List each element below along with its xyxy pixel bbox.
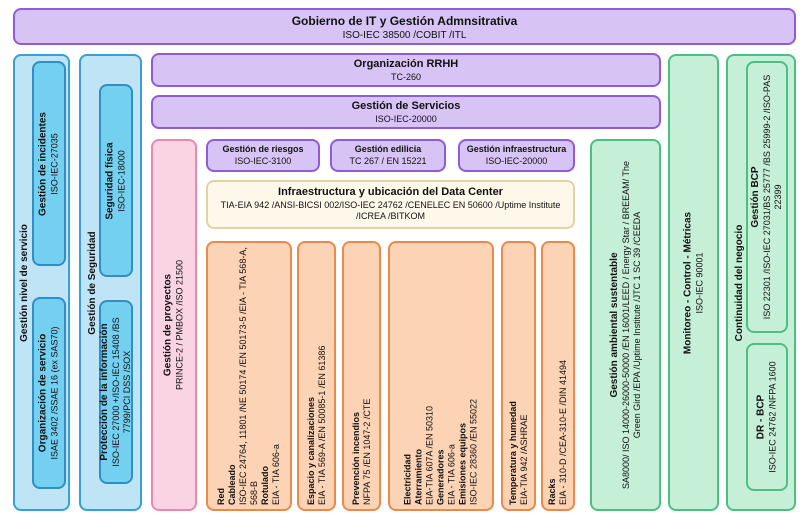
gobierno-it-title: Gobierno de IT y Gestión Admnsitrativa [291,14,518,28]
red-box: Red Cableado ISO-IEC 24764, 11801 /NE 50… [206,241,292,511]
aterramiento-title: Aterramiento [413,448,424,505]
edilicia-title: Gestión edilicia [354,144,422,154]
drbcp-title: DR - BCP [755,394,767,440]
org-servicio-title: Organización de servicio [37,333,49,453]
riesgos-standards: ISO-IEC-3100 [234,156,292,166]
emisiones-title: Emisiones equipos [457,422,468,505]
org-servicio-standards: ISAE 3402 /SSAE 16 (ex SAS70) [49,326,60,460]
electricidad-title: Electricidad [402,453,413,505]
incendios-box: Prevención incendios NFPA 75 /EN 1047-2 … [342,241,381,511]
seg-fisica-box: Seguridad física ISO-IEC-18000 [99,84,133,277]
ambiental-title: Gestión ambiental sustentable [608,252,620,398]
incidentes-title: Gestión de incidentes [37,111,49,216]
seg-fisica-title: Seguridad física [104,141,116,220]
drbcp-box: DR - BCP ISO-IEC 24762 /NFPA 1600 [746,343,788,491]
temperatura-standards: EIA-TIA 942 /ASHRAE [518,414,529,505]
datacenter-title: Infraestructura y ubicación del Data Cen… [278,186,503,198]
espacio-box: Espacio y canalizaciones EIA - TIA 569-A… [297,241,336,511]
proteccion-box: Protección de la información ISO-IEC 270… [99,300,133,484]
monitoreo-box: Monitoreo - Control - Métricas ISO-IEC 9… [668,54,719,511]
proyectos-title: Gestión de proyectos [162,273,174,377]
generadores-standards: EIA - TIA 606-a [446,444,457,505]
cableado-standards: ISO-IEC 24764, 11801 /NE 50174 /EN 50173… [238,247,259,505]
espacio-title: Espacio y canalizaciones [305,396,316,505]
bcp-box: Gestión BCP ISO 22301 /ISO-IEC 27031/BS … [746,61,788,333]
seguridad-title: Gestión de Seguridad [87,230,98,335]
gobierno-it-box: Gobierno de IT y Gestión Admnsitrativa I… [13,8,796,45]
proteccion-standards: ISO-IEC 27000 +/ISO-IEC 15408 /BS 7799/P… [111,317,132,467]
monitoreo-standards: ISO-IEC 90001 [694,251,704,314]
bcp-standards: ISO 22301 /ISO-IEC 27031/BS 25777 /BS 25… [762,74,783,320]
infraestructura-title: Gestión infraestructura [466,144,567,154]
monitoreo-title: Monitoreo - Control - Métricas [682,211,693,354]
ambiental-standards: SA8000/ ISO 14000-26000-50000 /EN 16001/… [620,160,642,490]
edilicia-standards: TC 267 / EN 15221 [349,156,427,166]
servicios-standards: ISO-IEC-20000 [375,114,437,124]
emisiones-standards: ISO-IEC 28360 /EN 55022 [468,398,479,505]
servicios-box: Gestión de Servicios ISO-IEC-20000 [151,95,661,129]
gobierno-it-standards: ISO-IEC 38500 /COBIT /ITL [342,30,467,41]
riesgos-box: Gestión de riesgos ISO-IEC-3100 [206,139,320,172]
incendios-title: Prevención incendios [350,411,361,505]
bcp-title: Gestión BCP [750,166,761,228]
proyectos-box: Gestión de proyectos PRINCE-2 / PMBOX /I… [151,139,197,511]
proteccion-title: Protección de la información [99,323,110,461]
espacio-standards: EIA - TIA 569-A /EN 50085-1 /EN 61386 [316,345,327,505]
riesgos-title: Gestión de riesgos [222,144,304,154]
cableado-title: Cableado [227,464,237,505]
datacenter-box: Infraestructura y ubicación del Data Cen… [206,180,575,229]
rotulado-standards: EIA - TIA 606-a [271,444,281,505]
rrhh-title: Organización RRHH [353,58,459,70]
rrhh-box: Organización RRHH TC-260 [151,53,661,87]
drbcp-standards: ISO-IEC 24762 /NFPA 1600 [767,361,778,473]
infraestructura-box: Gestión infraestructura ISO-IEC-20000 [458,139,575,172]
incidentes-box: Gestión de incidentes ISO-IEC-27035 [32,61,66,266]
racks-title: Racks [547,478,557,505]
temperatura-title: Temperatura y humedad [507,401,518,505]
proyectos-standards: PRINCE-2 / PMBOX /ISO 21500 [174,259,185,391]
seg-fisica-standards: ISO-IEC-18000 [116,149,127,212]
electricidad-box: Electricidad Aterramiento EIA-TIA 607A /… [388,241,494,511]
datacenter-standards: TIA-EIA 942 /ANSI-BICSI 002/ISO-IEC 2476… [220,200,561,221]
racks-box: Racks EIA - 310-D /CEA-310-E /DIN 41494 [541,241,575,511]
rotulado-title: Rotulado [260,466,270,505]
ambiental-box: Gestión ambiental sustentable SA8000/ IS… [590,139,661,511]
racks-standards: EIA - 310-D /CEA-310-E /DIN 41494 [558,359,568,505]
nivel-servicio-title: Gestión nivel de servicio [19,223,30,342]
red-title: Red [216,487,226,505]
temperatura-box: Temperatura y humedad EIA-TIA 942 /ASHRA… [501,241,536,511]
continuidad-title: Continuidad del negocio [734,224,745,341]
rrhh-standards: TC-260 [390,72,421,82]
servicios-title: Gestión de Servicios [351,100,461,112]
aterramiento-standards: EIA-TIA 607A /EN 50310 [424,405,435,505]
generadores-title: Generadores [435,449,446,505]
org-servicio-box: Organización de servicio ISAE 3402 /SSAE… [32,297,66,489]
incendios-standards: NFPA 75 /EN 1047-2 /CTE [361,398,372,505]
incidentes-standards: ISO-IEC-27035 [49,132,60,195]
infraestructura-standards: ISO-IEC-20000 [485,156,548,166]
edilicia-box: Gestión edilicia TC 267 / EN 15221 [330,139,446,172]
